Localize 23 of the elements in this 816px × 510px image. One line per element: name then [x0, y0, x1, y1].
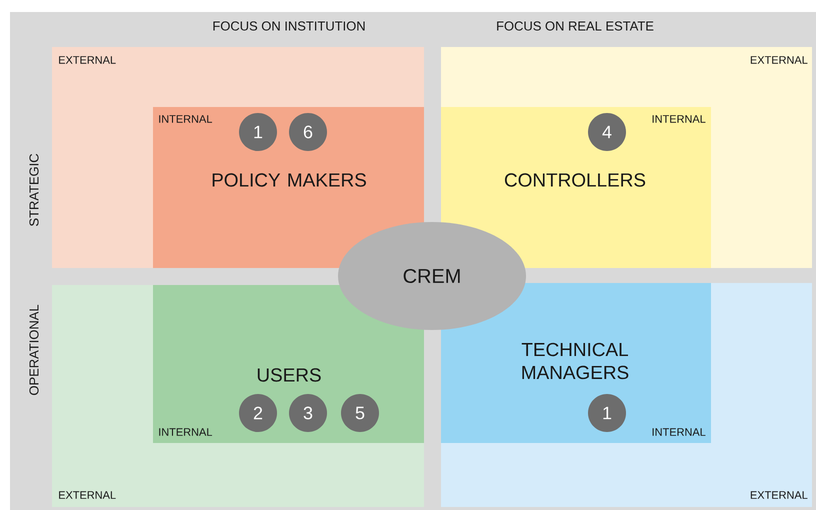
group-title: POLICY MAKERS — [212, 173, 366, 187]
group-title: USERS — [258, 368, 321, 382]
row-header: STRATEGIC — [29, 154, 39, 226]
zone-label: INTERNAL — [159, 428, 212, 436]
zone-label: INTERNAL — [652, 428, 706, 436]
number-badge: 1 — [239, 113, 277, 151]
zone-label: INTERNAL — [652, 115, 706, 123]
group-title: TECHNICAL MANAGERS — [522, 342, 628, 380]
number-badge: 6 — [289, 113, 327, 151]
column-header: FOCUS ON REAL ESTATE — [497, 21, 654, 31]
number-badge: 4 — [588, 113, 626, 151]
number-badge: 5 — [341, 394, 379, 432]
zone-label: EXTERNAL — [750, 491, 808, 499]
group-title: CONTROLLERS — [504, 173, 646, 187]
zone-label: INTERNAL — [159, 115, 212, 123]
number-badge: 1 — [588, 394, 626, 432]
number-badge: 2 — [239, 394, 277, 432]
number-badge: 3 — [289, 394, 327, 432]
row-header: OPERATIONAL — [29, 304, 39, 395]
zone-label: EXTERNAL — [59, 491, 116, 499]
zone-label: EXTERNAL — [750, 56, 808, 64]
zone-label: EXTERNAL — [59, 56, 116, 64]
column-header: FOCUS ON INSTITUTION — [213, 21, 365, 31]
